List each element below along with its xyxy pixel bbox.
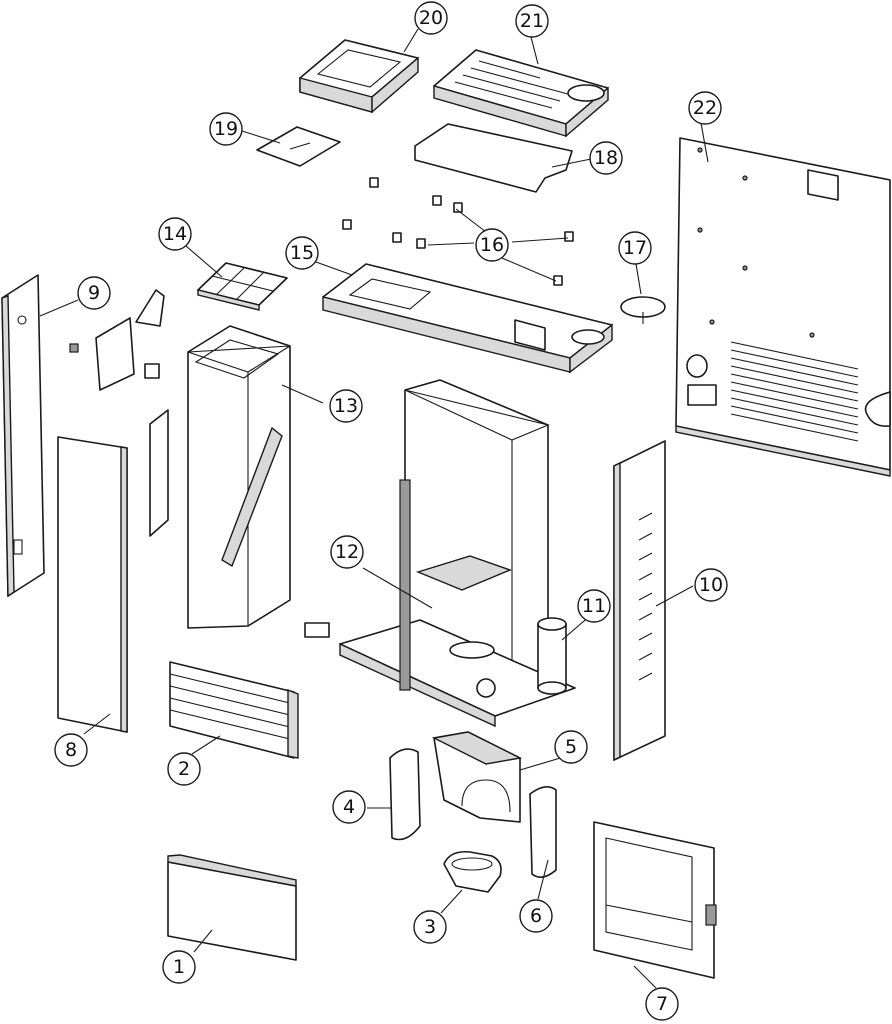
callout-3: 3 <box>413 910 447 944</box>
callout-label-22: 22 <box>693 97 717 119</box>
part-10-right-panel <box>613 440 666 762</box>
callout-20: 20 <box>414 1 448 35</box>
callout-label-16: 16 <box>480 234 504 256</box>
part-9-left-panel <box>1 274 45 598</box>
leader-19 <box>241 130 281 144</box>
callout-label-13: 13 <box>334 395 358 417</box>
part-15-mid-plate <box>322 263 613 374</box>
leader-16c <box>511 237 569 243</box>
callout-22: 22 <box>688 91 722 125</box>
leader-3 <box>440 889 463 914</box>
callout-label-17: 17 <box>623 237 647 259</box>
leader-13 <box>281 384 324 404</box>
leader-21 <box>530 36 539 65</box>
callout-9: 9 <box>77 276 111 310</box>
leader-10 <box>655 585 694 607</box>
callout-7: 7 <box>645 987 679 1021</box>
leader-15 <box>315 261 353 276</box>
leader-9 <box>39 299 79 317</box>
part-7-door <box>593 821 717 979</box>
leader-16d <box>501 257 557 282</box>
part-2-louver-panel <box>169 661 299 759</box>
leader-8 <box>83 713 111 735</box>
part-8-left-long-panel <box>57 436 128 733</box>
part-12-main-body <box>304 379 576 728</box>
part-inner-plate <box>149 409 169 537</box>
callout-label-8: 8 <box>65 739 77 761</box>
callout-label-21: 21 <box>520 10 544 32</box>
callout-19: 19 <box>209 112 243 146</box>
part-6-right-cover <box>529 786 557 878</box>
callout-11: 11 <box>577 589 611 623</box>
part-18-gasket <box>414 123 573 193</box>
callout-10: 10 <box>694 568 728 602</box>
leader-12 <box>362 567 433 609</box>
callout-label-20: 20 <box>419 7 443 29</box>
callout-21: 21 <box>515 4 549 38</box>
part-4-left-cover <box>389 748 421 841</box>
leader-lines <box>39 28 709 989</box>
callout-18: 18 <box>589 141 623 175</box>
callout-17: 17 <box>618 231 652 265</box>
callout-label-7: 7 <box>656 993 668 1015</box>
callout-15: 15 <box>285 236 319 270</box>
leader-20 <box>403 28 419 53</box>
leader-14 <box>185 245 223 278</box>
callout-label-2: 2 <box>178 758 190 780</box>
leader-6 <box>537 859 549 900</box>
part-16-screws <box>342 177 574 286</box>
part-22-back-panel <box>675 137 891 477</box>
callout-label-5: 5 <box>565 736 577 758</box>
part-5-front-frame <box>431 731 523 823</box>
part-3-burn-pot <box>443 850 502 893</box>
leader-16b <box>455 208 487 233</box>
callout-label-15: 15 <box>290 242 314 264</box>
leader-1 <box>193 929 213 953</box>
callout-8: 8 <box>54 733 88 767</box>
part-1-bottom-panel <box>167 854 297 961</box>
leader-18 <box>551 158 592 168</box>
leader-2 <box>191 735 221 755</box>
callout-16: 16 <box>475 228 509 262</box>
callout-5: 5 <box>554 730 588 764</box>
callout-14: 14 <box>158 217 192 251</box>
part-20-top-frame <box>299 39 419 114</box>
part-11-motor <box>537 617 567 695</box>
callout-4: 4 <box>332 790 366 824</box>
leader-7 <box>633 965 657 989</box>
part-17-flange <box>620 296 666 324</box>
callout-12: 12 <box>330 535 364 569</box>
callout-1: 1 <box>162 950 196 984</box>
callout-13: 13 <box>329 389 363 423</box>
leader-17 <box>635 263 642 295</box>
callout-label-18: 18 <box>594 147 618 169</box>
part-bracket-assembly <box>69 289 165 391</box>
callout-label-9: 9 <box>88 282 100 304</box>
leader-16a <box>427 242 475 246</box>
callout-label-6: 6 <box>530 905 542 927</box>
callout-2: 2 <box>167 752 201 786</box>
callout-label-14: 14 <box>163 223 187 245</box>
part-19-small-plate <box>256 126 341 167</box>
callout-label-19: 19 <box>214 118 238 140</box>
callout-6: 6 <box>519 899 553 933</box>
part-21-top-grille <box>433 49 609 138</box>
callout-label-4: 4 <box>343 796 355 818</box>
callout-label-10: 10 <box>699 574 723 596</box>
part-14-grid <box>197 262 288 311</box>
callout-label-1: 1 <box>173 956 185 978</box>
leader-22 <box>700 122 709 163</box>
callout-label-3: 3 <box>424 916 436 938</box>
callout-label-11: 11 <box>582 595 606 617</box>
part-13-hopper <box>187 325 291 629</box>
callout-label-12: 12 <box>335 541 359 563</box>
